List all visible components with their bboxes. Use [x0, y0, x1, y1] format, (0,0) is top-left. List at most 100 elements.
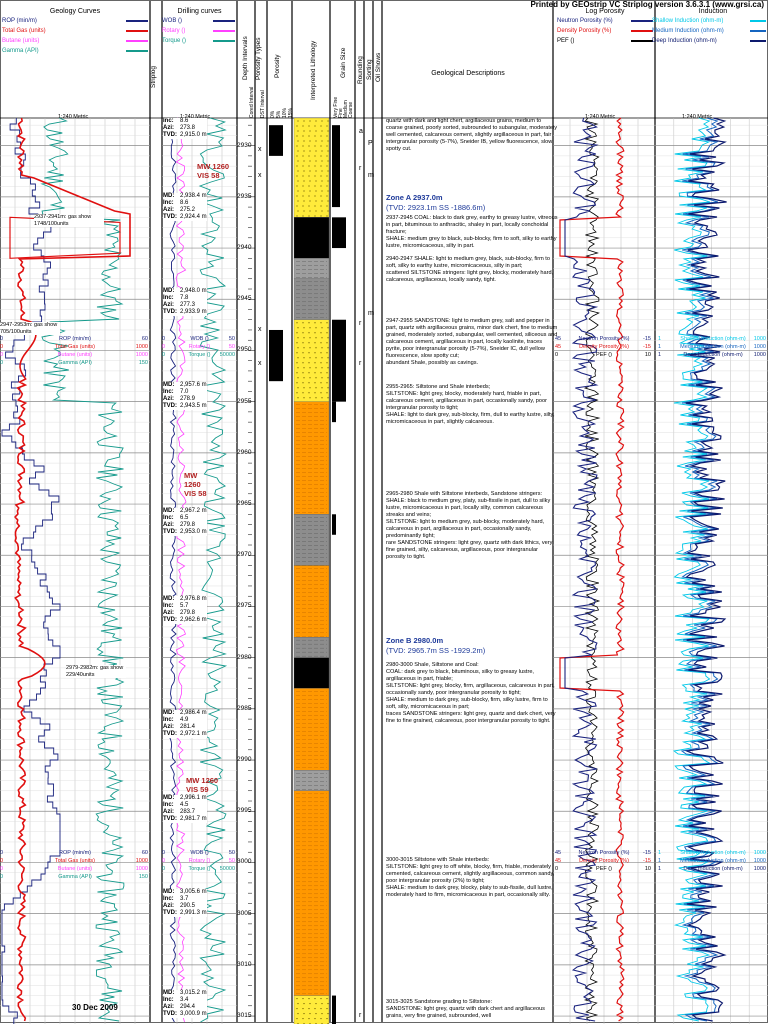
sand-dot	[308, 155, 310, 157]
rounding-r-1: r	[359, 165, 362, 172]
sand-dot	[320, 195, 322, 197]
sand-dot	[320, 165, 322, 167]
sand-dot	[326, 352, 328, 354]
repeat-max: 1000	[135, 352, 148, 358]
sand-dot	[309, 357, 311, 359]
lithology-sand	[293, 319, 330, 402]
lithology-silt	[293, 401, 330, 515]
sand-dot	[303, 140, 305, 142]
survey-azi-value: 281.4	[180, 724, 196, 730]
sand-dot	[321, 337, 323, 339]
repeat-max: 50	[228, 336, 235, 342]
sand-dot	[321, 120, 323, 122]
sand-dot	[327, 327, 329, 329]
survey-tvd-row: TVD:2,943.5 m	[163, 403, 207, 410]
sand-dot	[302, 362, 304, 364]
repeat-max: 60	[141, 336, 148, 342]
sand-dot	[296, 997, 298, 1000]
sand-dot	[320, 342, 322, 344]
sand-dot	[321, 150, 323, 152]
sand-dot	[296, 392, 298, 394]
porosity-type-x-3: x	[258, 326, 262, 333]
sand-dot	[321, 357, 323, 359]
mud-viscosity: VIS 58	[197, 171, 220, 180]
sand-dot	[308, 352, 310, 354]
sand-dot	[315, 170, 317, 172]
repeat-label: Deep Induction (ohm-m)	[683, 866, 743, 872]
repeat-label: WOB ()	[190, 336, 209, 342]
sand-dot	[315, 327, 317, 329]
repeat-min: 0	[0, 352, 4, 358]
sand-dot	[327, 140, 329, 142]
repeat-label: Total Gas (units)	[54, 344, 96, 350]
mud-viscosity: VIS 59	[186, 785, 209, 794]
depth-label: 3005	[237, 909, 252, 917]
survey-md-key: MD:	[163, 795, 175, 801]
total-gas-curve	[14, 117, 131, 1022]
survey-inc-row: Inc:8.6	[163, 200, 207, 207]
density-porosity-curve	[559, 117, 626, 1022]
sand-dot	[302, 372, 304, 374]
track-border	[364, 0, 373, 1023]
sand-dot	[309, 337, 311, 339]
zone-b-heading: Zone B 2980.0m	[386, 636, 444, 645]
sand-dot	[326, 185, 328, 187]
sand-dot	[315, 140, 317, 142]
sand-dot	[309, 1002, 311, 1005]
mud-weight: MW 1260	[186, 776, 219, 785]
sand-dot	[296, 215, 298, 217]
repeat-max: 60	[141, 850, 148, 856]
sand-dot	[296, 175, 298, 177]
survey-azi-key: Azi:	[163, 396, 174, 402]
sand-dot	[309, 387, 311, 389]
depth-intervals-label: Depth Intervals	[242, 36, 249, 80]
sand-dot	[303, 1012, 305, 1015]
sand-dot	[308, 1007, 310, 1010]
survey-azi-row: Azi:277.3	[163, 302, 207, 309]
sand-dot	[309, 200, 311, 202]
legend-shallow: Shallow Induction (ohm-m)	[652, 16, 766, 26]
sand-dot	[302, 155, 304, 157]
sand-dot	[296, 135, 298, 137]
rotary-curve	[175, 117, 187, 1023]
sand-dot	[308, 165, 310, 167]
survey-azi-key: Azi:	[163, 1004, 174, 1010]
sand-dot	[297, 130, 299, 132]
survey-inc-value: 4.9	[180, 717, 189, 723]
survey-md-value: 2,938.4 m	[180, 193, 207, 199]
sand-dot	[297, 150, 299, 152]
printed-by-banner: Printed by GEOstrip VC Striplog version …	[530, 0, 764, 9]
repeat-label: ROP (min/m)	[59, 336, 91, 342]
depth-label: 3015	[237, 1012, 252, 1020]
grain-size-bar	[332, 514, 336, 535]
survey-azi-row: Azi:279.8	[163, 522, 207, 529]
depth-label: 2970	[237, 551, 252, 559]
sand-dot	[315, 367, 317, 369]
sand-dot	[321, 1002, 323, 1005]
survey-azi-value: 279.8	[180, 610, 196, 616]
sand-dot	[302, 125, 304, 127]
legend-medium: Medium Induction (ohm-m)	[652, 26, 766, 36]
survey-tvd-key: TVD:	[163, 529, 177, 535]
zone-b-tvd: (TVD: 2965.7m SS -1929.2m)	[386, 646, 486, 655]
sand-dot	[303, 377, 305, 379]
sand-dot	[314, 332, 316, 334]
survey-inc-key: Inc:	[163, 295, 174, 301]
survey-md-value: 2,996.1 m	[180, 795, 207, 801]
legend-total-gas: Total Gas (units)	[2, 26, 150, 36]
sand-dot	[315, 337, 317, 339]
survey-azi-key: Azi:	[163, 610, 174, 616]
sand-dot	[302, 195, 304, 197]
geology-legend: ROP (min/m) Total Gas (units) Butane (un…	[2, 16, 150, 56]
survey-tvd-key: TVD:	[163, 731, 177, 737]
repeat-max: 50	[228, 344, 235, 350]
description-3015: 3015-3025 Sandstone grading to Siltstone…	[386, 999, 545, 1019]
repeat-max: 1000	[135, 866, 148, 872]
depth-label: 2980	[237, 653, 252, 661]
sorting-m-2: m	[368, 310, 374, 317]
repeat-label: Density Porosity (%)	[579, 344, 629, 350]
sand-dot	[296, 155, 298, 157]
survey-tvd-value: 2,972.1 m	[180, 731, 207, 737]
